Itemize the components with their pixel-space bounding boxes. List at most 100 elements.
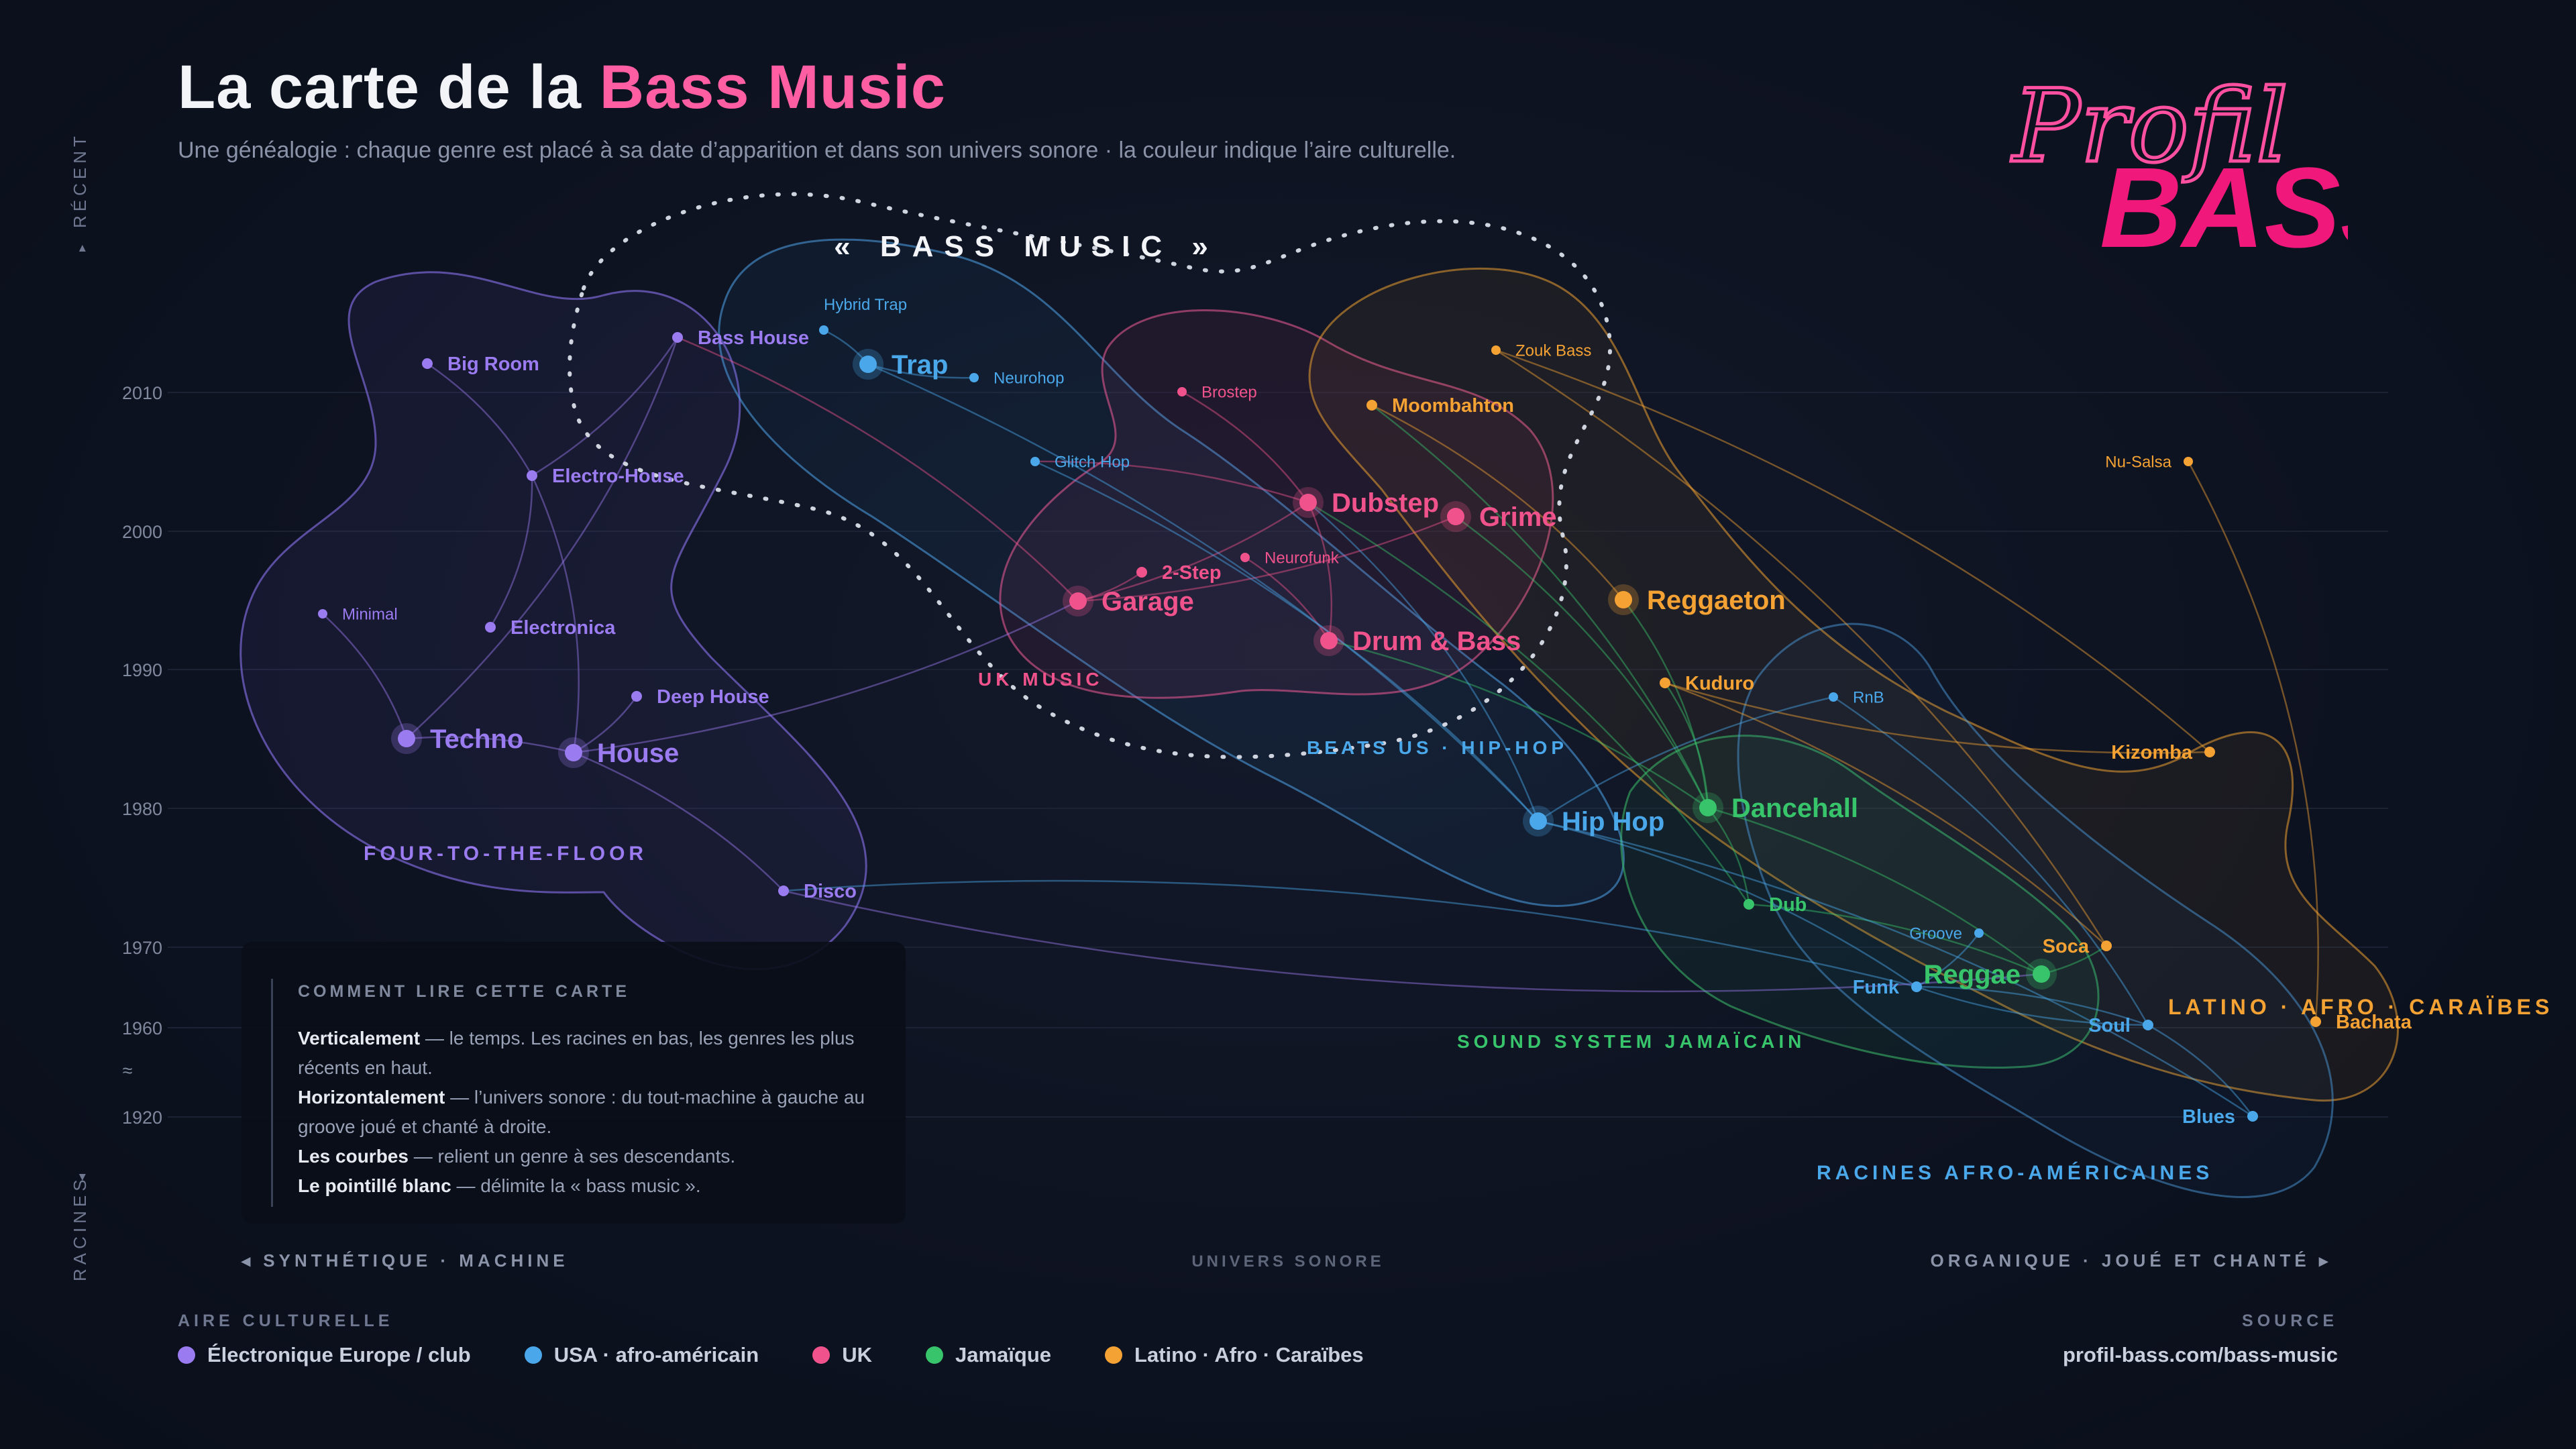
region-labels: FOUR-TO-THE-FLOOR UK MUSIC BEATS US · HI…	[364, 669, 2553, 1184]
genre-node-drum-bass[interactable]: Drum & Bass	[1313, 625, 1521, 656]
genre-node-neurohop[interactable]: Neurohop	[969, 369, 1064, 387]
y-tick: 1920	[122, 1108, 162, 1128]
lineage-link	[1328, 639, 1709, 809]
lineage-link	[1623, 599, 1709, 808]
genre-node-funk[interactable]: Funk	[1853, 977, 1922, 998]
genre-label: Neurofunk	[1265, 549, 1340, 567]
genre-node-electronica[interactable]: Electronica	[485, 617, 616, 639]
y-tick: ≈	[123, 1061, 133, 1081]
genre-dot	[1069, 592, 1087, 610]
panel-text: Verticalement — le temps. Les racines en…	[298, 1024, 875, 1201]
genre-node-garage[interactable]: Garage	[1063, 586, 1194, 616]
genre-label: Soca	[2043, 936, 2090, 957]
lineage-link	[1707, 807, 1750, 905]
genre-node-nu-salsa[interactable]: Nu-Salsa	[2105, 453, 2193, 471]
genre-node-dubstep[interactable]: Dubstep	[1293, 487, 1439, 518]
genre-label: Disco	[804, 881, 857, 902]
genre-dot	[672, 332, 683, 343]
page-subtitle: Une généalogie : chaque genre est placé …	[178, 138, 1456, 163]
region-racines-blob	[1737, 623, 2334, 1198]
genre-dot	[1320, 632, 1338, 649]
y-tick: 1980	[122, 799, 162, 819]
genre-label: Garage	[1102, 587, 1194, 616]
genre-node-hip-hop[interactable]: Hip Hop	[1523, 806, 1664, 837]
genre-node-electro-house[interactable]: Electro-House	[527, 466, 684, 487]
lineage-link	[783, 890, 2042, 993]
lineage-link	[1307, 502, 1333, 641]
lineage-link	[1307, 502, 1540, 822]
genre-node-trap[interactable]: Trap	[853, 349, 948, 380]
genre-node-bass-house[interactable]: Bass House	[672, 327, 809, 349]
panel-item: Les courbes — relient un genre à ses des…	[298, 1146, 736, 1167]
y-tick: 1970	[122, 938, 162, 958]
genre-label: Dancehall	[1731, 794, 1858, 823]
genre-dot	[1299, 494, 1317, 511]
genre-node-blues[interactable]: Blues	[2182, 1106, 2258, 1128]
panel-item: Le pointillé blanc — délimite la « bass …	[298, 1175, 701, 1196]
genre-node-bachata[interactable]: Bachata	[2310, 1012, 2412, 1033]
bass-music-label: « BASS MUSIC »	[834, 230, 1219, 263]
lineage-link	[867, 363, 1539, 822]
genre-dot	[1136, 567, 1147, 578]
genre-dot	[1974, 928, 1984, 938]
genre-dot	[778, 885, 789, 896]
genre-node-techno[interactable]: Techno	[391, 723, 523, 754]
lineage-link	[573, 696, 638, 754]
genre-label: Glitch Hop	[1055, 453, 1130, 471]
genre-dot	[819, 325, 828, 335]
genre-node-glitch-hop[interactable]: Glitch Hop	[1030, 453, 1130, 471]
genre-dot	[2247, 1111, 2258, 1122]
genre-node-big-room[interactable]: Big Room	[422, 354, 539, 375]
y-tick: 2010	[122, 383, 162, 403]
genre-node-house[interactable]: House	[558, 737, 679, 768]
genre-node-dancehall[interactable]: Dancehall	[1693, 792, 1858, 823]
genre-dot	[1240, 553, 1250, 562]
genre-dot	[2184, 457, 2193, 466]
genre-label: Funk	[1853, 977, 1900, 998]
profil-bass-logo: BASS Profil	[2009, 67, 2349, 262]
genre-label: Drum & Bass	[1352, 627, 1521, 656]
genre-node-reggaeton[interactable]: Reggaeton	[1608, 584, 1786, 615]
genre-label: Grime	[1479, 502, 1557, 532]
genre-node-kizomba[interactable]: Kizomba	[2111, 742, 2215, 763]
lineage-link	[489, 475, 533, 628]
genre-node-reggae[interactable]: Reggae	[1924, 959, 2057, 989]
genre-node-kuduro[interactable]: Kuduro	[1660, 673, 1754, 694]
genre-node-deep-house[interactable]: Deep House	[631, 686, 769, 708]
genre-label: Dubstep	[1332, 488, 1439, 518]
genre-dot	[2204, 747, 2215, 757]
genre-dot	[2101, 941, 2112, 951]
region-label-uk-music: UK MUSIC	[978, 669, 1103, 690]
genre-node-brostep[interactable]: Brostep	[1177, 383, 1257, 401]
lineage-link	[1307, 501, 1750, 905]
lineage-link	[1916, 985, 2149, 1026]
genre-label: Soul	[2088, 1015, 2131, 1036]
x-axis-right-label: ORGANIQUE · JOUÉ ET CHANTÉ ▸	[1930, 1250, 2332, 1271]
genre-node-moombahton[interactable]: Moombahton	[1366, 395, 1514, 417]
genre-dot	[1660, 678, 1670, 688]
genre-node-soul[interactable]: Soul	[2088, 1015, 2153, 1036]
region-latino-blob	[1308, 267, 2399, 1102]
genre-node-groove[interactable]: Groove	[1909, 924, 1984, 943]
y-tick: 1960	[122, 1018, 162, 1038]
legend-dot	[178, 1346, 195, 1364]
genre-dot	[1615, 591, 1632, 608]
genre-label: Electronica	[511, 617, 616, 639]
lineage-link	[573, 751, 784, 892]
genre-node-soca[interactable]: Soca	[2043, 936, 2112, 957]
genre-node-zouk-bass[interactable]: Zouk Bass	[1491, 341, 1591, 360]
genre-node-neurofunk[interactable]: Neurofunk	[1240, 549, 1340, 567]
genre-node-hybrid-trap[interactable]: Hybrid Trap	[819, 296, 907, 335]
x-axis-center-label: UNIVERS SONORE	[1191, 1252, 1384, 1271]
genre-dot	[1177, 387, 1187, 396]
region-label-latino-afro: LATINO · AFRO · CARAÏBES	[2168, 995, 2553, 1019]
genre-node-grime[interactable]: Grime	[1440, 501, 1557, 532]
legend-dot	[524, 1346, 542, 1364]
genre-node-rnb[interactable]: RnB	[1829, 688, 1884, 706]
source-link[interactable]: profil-bass.com/bass-music	[2062, 1343, 2338, 1366]
lineage-link	[573, 600, 1079, 754]
genre-node-dub[interactable]: Dub	[1743, 894, 1807, 916]
genre-node-2-step[interactable]: 2-Step	[1136, 562, 1222, 584]
genre-node-disco[interactable]: Disco	[778, 881, 857, 902]
genre-node-minimal[interactable]: Minimal	[318, 605, 398, 623]
